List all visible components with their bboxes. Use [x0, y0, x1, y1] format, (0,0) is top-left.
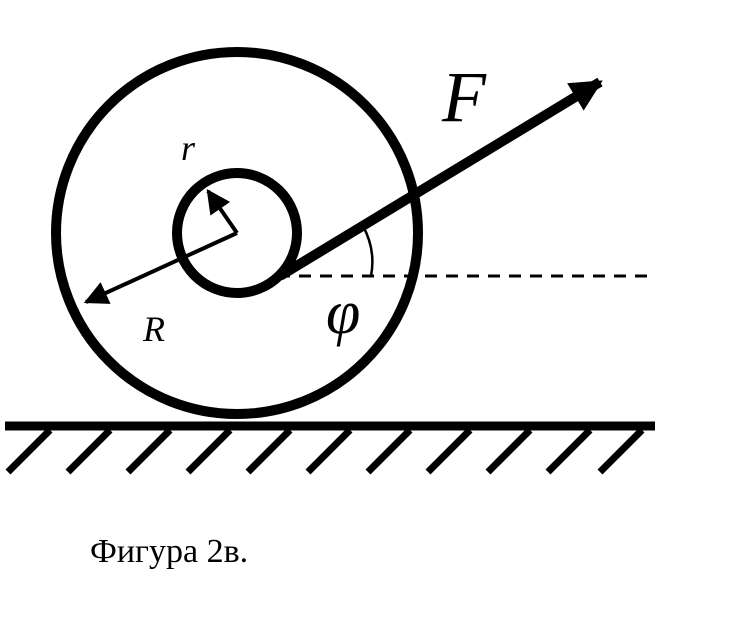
inner-radius-arrow [206, 189, 239, 235]
angle-label: φ [326, 279, 360, 347]
inner-axle [172, 168, 302, 298]
outer-wheel [51, 47, 423, 419]
force-label: F [441, 57, 487, 137]
outer-radius-label: R [142, 309, 165, 349]
force-arrow [277, 77, 603, 281]
ground-hatching [5, 427, 645, 475]
outer-radius-arrow [83, 231, 238, 304]
figure-caption: Фигура 2в. [90, 533, 249, 570]
inner-radius-label: r [181, 128, 196, 168]
angle-arc [361, 225, 374, 277]
